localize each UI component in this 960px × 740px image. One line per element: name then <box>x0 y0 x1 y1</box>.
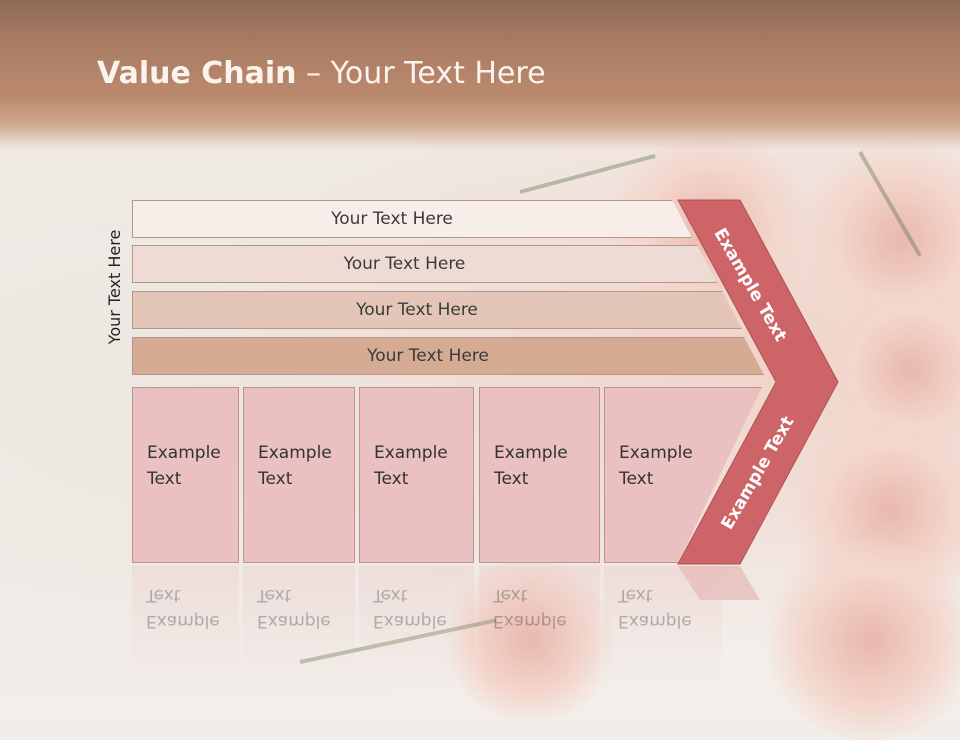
bar-label: Your Text Here <box>367 346 489 366</box>
card-line-2: Text <box>619 469 654 489</box>
rose-decoration <box>760 540 960 740</box>
reflection-line-1: Example <box>373 611 447 631</box>
page-title: Value Chain – Your Text Here <box>97 56 546 91</box>
rose-decoration <box>440 560 620 720</box>
reflection-line-2: Text <box>257 585 292 605</box>
reflection-line-2: Text <box>373 585 408 605</box>
reflection-line-2: Text <box>493 585 528 605</box>
reflection-line-2: Text <box>618 585 653 605</box>
chain-bar-4: Your Text Here <box>132 337 764 375</box>
chain-bar-2: Your Text Here <box>132 245 717 283</box>
bar-label: Your Text Here <box>331 209 453 229</box>
card-line-1: Example <box>619 443 693 463</box>
margin-arrow <box>677 199 839 565</box>
reflection-line-1: Example <box>257 611 331 631</box>
title-bold: Value Chain <box>97 56 297 91</box>
card-reflection: Example Text <box>479 566 600 686</box>
chain-bar-1: Your Text Here <box>132 200 692 238</box>
title-rest: – Your Text Here <box>296 56 546 91</box>
reflection-line-2: Text <box>146 585 181 605</box>
reflection-line-1: Example <box>146 611 220 631</box>
card-reflection: Example Text <box>132 566 239 686</box>
card-line-1: Example <box>258 443 332 463</box>
reflection-line-1: Example <box>618 611 692 631</box>
title-bar <box>0 0 960 150</box>
card-reflection: Example Text <box>604 566 722 686</box>
chain-bar-3: Your Text Here <box>132 291 742 329</box>
card-reflection: Example Text <box>243 566 355 686</box>
bar-label: Your Text Here <box>356 300 478 320</box>
card-line-2: Text <box>147 469 182 489</box>
bar-label: Your Text Here <box>343 254 466 274</box>
card-line-1: Example <box>374 443 448 463</box>
card-reflection: Example Text <box>359 566 474 686</box>
arrow-reflection <box>678 566 760 600</box>
reflection-line-1: Example <box>493 611 567 631</box>
card-line-1: Example <box>494 443 568 463</box>
card-line-2: Text <box>374 469 409 489</box>
card-line-1: Example <box>147 443 221 463</box>
card-line-2: Text <box>494 469 529 489</box>
value-arrow <box>677 199 839 600</box>
card-line-2: Text <box>258 469 293 489</box>
